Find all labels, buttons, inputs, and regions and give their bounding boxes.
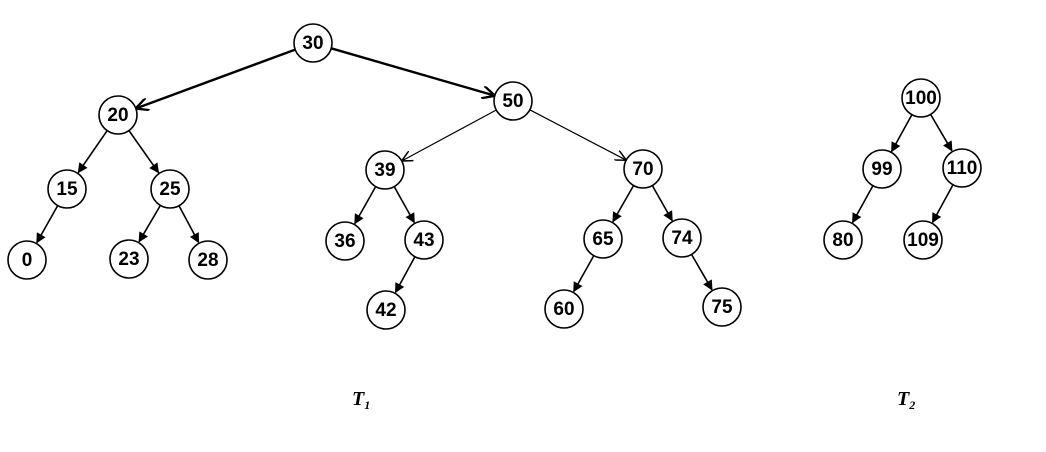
tree-node-109: 109 [903,220,943,260]
tree-node-15: 15 [47,169,87,209]
node-label: 42 [375,300,396,321]
node-circle [702,287,742,327]
node-circle [109,239,149,279]
edge-65-to-60 [573,255,595,293]
tree-node-39: 39 [365,150,405,190]
node-label: 23 [118,249,139,270]
node-circle [47,169,87,209]
tree-node-25: 25 [150,169,190,209]
edge-74-to-75 [690,253,713,291]
node-circle [823,220,863,260]
edge-25-to-28 [178,205,200,244]
node-label: 110 [947,158,978,179]
node-circle [365,150,405,190]
node-label: 43 [413,230,434,251]
tree-node-0: 0 [7,240,47,280]
tree-node-100: 100 [901,78,941,118]
node-label: 70 [632,159,653,180]
tree-node-65: 65 [583,219,623,259]
tree-node-30: 30 [293,23,333,63]
tree-node-43: 43 [404,220,444,260]
node-circle [493,81,533,121]
node-circle [903,220,943,260]
node-label: 50 [502,91,523,112]
tree-node-99: 99 [862,149,902,189]
node-label: 100 [905,88,937,109]
node-label: 30 [302,33,323,54]
node-label: 28 [197,250,218,271]
edge-110-to-109 [931,184,954,224]
node-circle [293,23,333,63]
node-circle [623,149,663,189]
node-label: 25 [159,179,181,200]
edge-30-to-20 [137,48,296,109]
node-circle [942,148,982,188]
node-circle [901,78,941,118]
node-circle [188,240,228,280]
tree-node-50: 50 [493,81,533,121]
tree-node-23: 23 [109,239,149,279]
node-circle [150,169,190,209]
edge-50-to-39 [403,109,497,161]
edge-70-to-74 [651,185,673,222]
node-label: 99 [871,159,892,180]
node-label: 109 [907,230,939,251]
node-circle [544,289,584,329]
node-label: 65 [592,229,614,250]
node-circle [7,240,47,280]
tree-node-110: 110 [942,148,982,188]
edge-20-to-25 [128,130,160,174]
edge-39-to-36 [354,186,377,225]
nodes-layer: 30 20 50 15 25 0 23 28 39 70 36 43 42 65 74 60 75 100 99 11… [7,23,982,330]
edge-70-to-65 [612,185,635,223]
edge-30-to-50 [330,47,494,95]
edge-50-to-70 [529,109,626,160]
node-circle [662,218,702,258]
node-label: 39 [374,160,395,181]
edge-20-to-15 [77,130,108,174]
node-label: 20 [107,105,128,126]
edge-99-to-80 [851,185,874,224]
edges-layer [36,47,954,294]
node-circle [98,95,138,135]
tree-node-74: 74 [662,218,702,258]
tree-node-36: 36 [325,221,365,261]
tree-node-60: 60 [544,289,584,329]
node-circle [404,220,444,260]
node-circle [583,219,623,259]
tree-node-80: 80 [823,220,863,260]
tree-node-75: 75 [702,287,742,327]
tree-node-28: 28 [188,240,228,280]
node-label: 0 [22,250,33,271]
node-label: 75 [711,297,733,318]
tree-node-70: 70 [623,149,663,189]
edge-15-to-0 [36,205,59,244]
node-label: 15 [56,179,78,200]
edge-100-to-110 [929,113,953,152]
edge-43-to-42 [394,256,416,294]
node-label: 36 [334,231,355,252]
tree-node-42: 42 [366,290,406,330]
edge-100-to-99 [890,114,913,153]
node-circle [325,221,365,261]
edge-39-to-43 [393,186,415,224]
tree-caption-t1: T1 [352,388,370,412]
node-label: 80 [832,230,853,251]
node-circle [366,290,406,330]
edge-25-to-23 [138,204,162,243]
node-label: 60 [553,299,574,320]
tree-caption-t2: T2 [897,388,915,412]
tree-node-20: 20 [98,95,138,135]
node-circle [862,149,902,189]
node-label: 74 [671,228,693,249]
